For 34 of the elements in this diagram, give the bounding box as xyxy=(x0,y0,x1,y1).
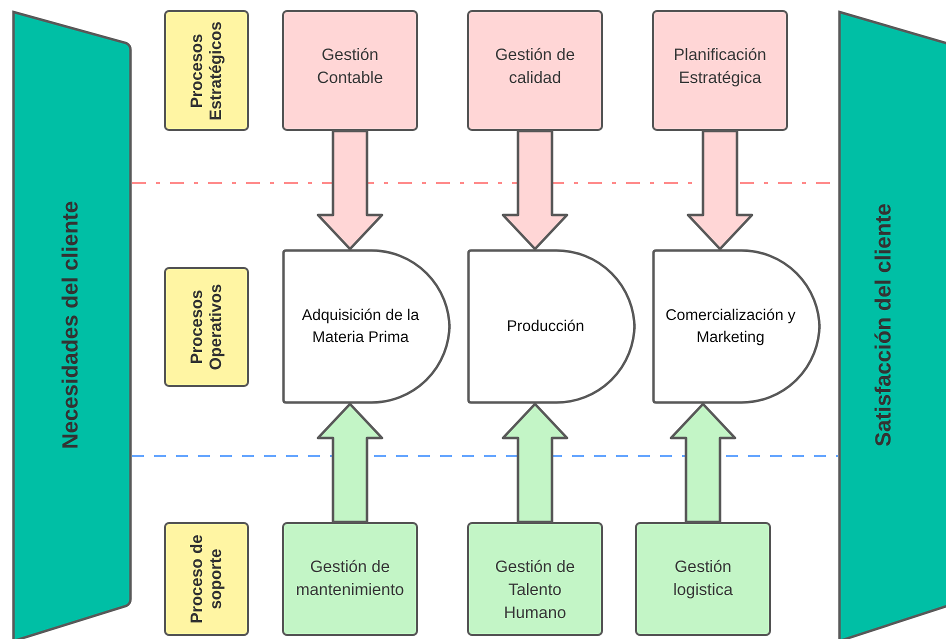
block-arrow xyxy=(316,402,384,524)
box-label: Comercialización y Marketing xyxy=(664,306,797,348)
category-label-box xyxy=(164,10,249,131)
operation-box xyxy=(652,249,821,404)
operation-box xyxy=(467,249,636,404)
block-arrow xyxy=(316,130,384,250)
box-label: Gestión de calidad xyxy=(494,45,576,90)
box-label: Adquisición de la Materia Prima xyxy=(300,306,420,348)
vertical-label: Proceso de soporte xyxy=(188,534,226,626)
process-box xyxy=(652,10,788,131)
vertical-label: Procesos Operativos xyxy=(188,282,226,372)
category-label-box xyxy=(164,267,249,387)
vertical-label: Satisfacción del cliente xyxy=(870,202,896,448)
process-box xyxy=(635,522,771,636)
box-label: Gestión de mantenimiento xyxy=(294,557,406,602)
block-arrow xyxy=(686,130,754,250)
box-label: Gestión logistica xyxy=(672,557,734,602)
box-label: Producción xyxy=(506,316,584,337)
process-box xyxy=(282,522,418,636)
block-arrow xyxy=(670,402,736,524)
box-label: Planificación Estratégica xyxy=(672,45,768,90)
category-label-box xyxy=(164,522,249,636)
vertical-label: Procesos Estratégicos xyxy=(188,20,226,122)
operation-box xyxy=(282,249,451,404)
input-trapezoid xyxy=(12,10,132,639)
box-label: Gestión de Talento Humano xyxy=(494,557,576,624)
output-trapezoid xyxy=(838,10,946,639)
process-box xyxy=(467,10,603,131)
box-label: Gestión Contable xyxy=(316,45,384,90)
block-arrow xyxy=(502,402,568,524)
process-box xyxy=(467,522,603,636)
process-box xyxy=(282,10,418,131)
vertical-label: Necesidades del cliente xyxy=(56,199,82,451)
block-arrow xyxy=(502,130,568,250)
